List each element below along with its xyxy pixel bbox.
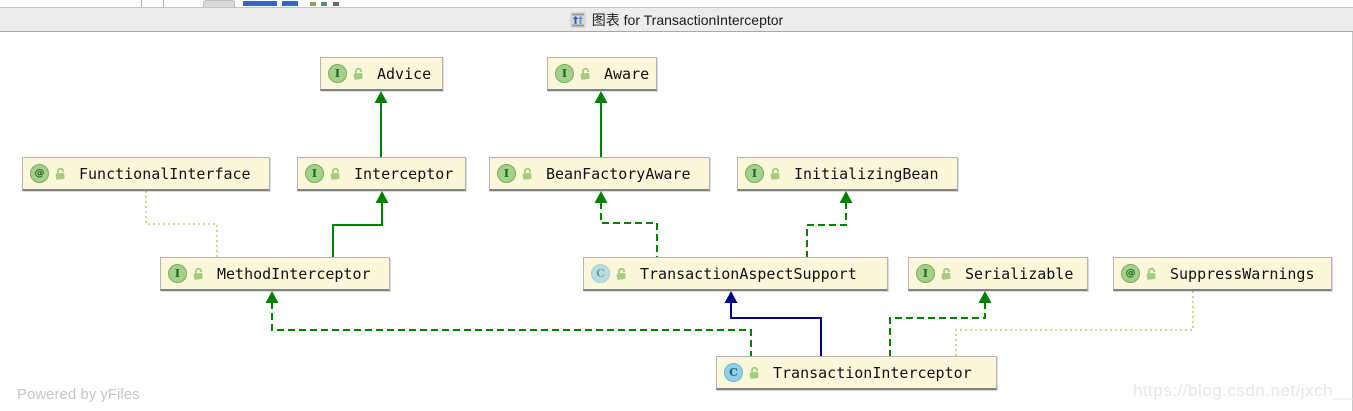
interface-icon: I xyxy=(168,264,187,283)
node-label: Advice xyxy=(377,64,432,83)
interface-icon: I xyxy=(305,164,324,183)
public-lock-icon xyxy=(749,366,759,379)
node-aware[interactable]: I Aware xyxy=(547,57,657,91)
edge-transaction-interceptor-transaction-aspect-support-extends[interactable] xyxy=(730,302,822,356)
annotation-icon: @ xyxy=(30,164,49,183)
node-label: InitializingBean xyxy=(794,164,939,183)
node-bean-factory-aware[interactable]: I BeanFactoryAware xyxy=(489,157,710,191)
node-functional-interface[interactable]: @ FunctionalInterface xyxy=(22,157,270,191)
clipped-ui-fragment xyxy=(321,2,327,6)
arrowhead-transaction-aspect-support-bean-factory-aware xyxy=(594,191,608,203)
clipped-ui-fragment xyxy=(333,2,339,6)
clipped-toolbar-strip xyxy=(0,0,1353,7)
node-label: FunctionalInterface xyxy=(79,164,251,183)
public-lock-icon xyxy=(193,267,203,280)
public-lock-icon xyxy=(770,167,780,180)
public-lock-icon xyxy=(353,67,363,80)
edge-transaction-interceptor-suppress-warnings-annotated-with[interactable] xyxy=(955,291,1194,356)
node-label: Aware xyxy=(604,64,650,83)
node-transaction-interceptor[interactable]: C TransactionInterceptor xyxy=(716,356,997,390)
public-lock-icon xyxy=(55,167,65,180)
public-lock-icon xyxy=(941,267,951,280)
arrowhead-bean-factory-aware-aware xyxy=(594,91,608,103)
arrowhead-method-interceptor-interceptor xyxy=(375,191,389,203)
edge-method-interceptor-functional-interface-annotated-with[interactable] xyxy=(145,191,218,257)
public-lock-icon xyxy=(616,267,626,280)
annotation-icon: @ xyxy=(1121,264,1140,283)
node-label: SuppressWarnings xyxy=(1170,264,1315,283)
clipped-ui-fragment xyxy=(163,0,164,7)
node-label: TransactionInterceptor xyxy=(773,363,972,382)
node-interceptor[interactable]: I Interceptor xyxy=(297,157,466,191)
class-icon: C xyxy=(591,264,610,283)
interface-icon: I xyxy=(916,264,935,283)
node-label: TransactionAspectSupport xyxy=(640,264,857,283)
interface-icon: I xyxy=(497,164,516,183)
edge-transaction-interceptor-method-interceptor-implements[interactable] xyxy=(271,302,752,356)
edge-method-interceptor-interceptor-extends[interactable] xyxy=(332,202,383,257)
arrowhead-transaction-aspect-support-initializing-bean xyxy=(839,191,853,203)
node-label: Interceptor xyxy=(354,164,454,183)
node-label: BeanFactoryAware xyxy=(546,164,691,183)
edge-transaction-aspect-support-initializing-bean-implements[interactable] xyxy=(806,202,847,257)
public-lock-icon xyxy=(580,67,590,80)
interface-icon: I xyxy=(555,64,574,83)
clipped-ui-fragment xyxy=(203,0,235,7)
yfiles-credit: Powered by yFiles xyxy=(17,386,140,403)
node-label: MethodInterceptor xyxy=(217,264,371,283)
clipped-text-fragment xyxy=(243,1,277,6)
arrowhead-transaction-interceptor-method-interceptor xyxy=(265,291,279,303)
arrowhead-interceptor-advice xyxy=(374,91,388,103)
diagram-titlebar: 图表 for TransactionInterceptor xyxy=(0,7,1353,32)
edge-transaction-aspect-support-bean-factory-aware-implements[interactable] xyxy=(600,202,658,257)
interface-icon: I xyxy=(745,164,764,183)
public-lock-icon xyxy=(330,167,340,180)
clipped-ui-fragment xyxy=(310,2,316,6)
node-initializing-bean[interactable]: I InitializingBean xyxy=(737,157,958,191)
public-lock-icon xyxy=(1146,267,1156,280)
node-serializable[interactable]: I Serializable xyxy=(908,257,1088,291)
watermark-text: https://blog.csdn.net/jxch____ xyxy=(1133,381,1353,400)
class-icon: C xyxy=(724,363,743,382)
node-advice[interactable]: I Advice xyxy=(320,57,443,91)
edge-transaction-interceptor-serializable-implements[interactable] xyxy=(889,302,986,356)
arrowhead-transaction-interceptor-serializable xyxy=(978,291,992,303)
node-suppress-warnings[interactable]: @ SuppressWarnings xyxy=(1113,257,1332,291)
interface-icon: I xyxy=(328,64,347,83)
arrowhead-transaction-interceptor-transaction-aspect-support xyxy=(724,291,738,303)
clipped-ui-fragment xyxy=(141,0,142,7)
node-label: Serializable xyxy=(965,264,1074,283)
diagram-title: 图表 for TransactionInterceptor xyxy=(591,11,784,28)
diagram-icon xyxy=(569,11,586,28)
clipped-text-fragment xyxy=(282,1,298,6)
public-lock-icon xyxy=(522,167,532,180)
node-method-interceptor[interactable]: I MethodInterceptor xyxy=(160,257,390,291)
node-transaction-aspect-support[interactable]: C TransactionAspectSupport xyxy=(583,257,888,291)
